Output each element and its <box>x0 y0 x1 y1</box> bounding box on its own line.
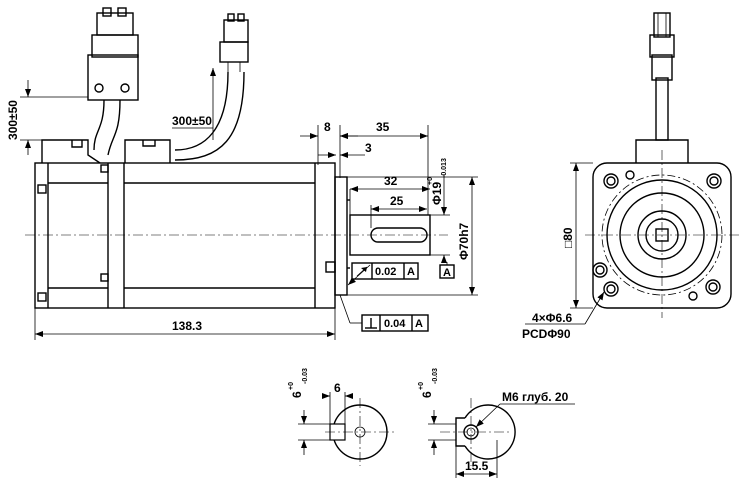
pcd-spec: PCDΦ90 <box>522 327 571 341</box>
cable-length-right: 300±50 <box>172 114 212 128</box>
overall-length: 138.3 <box>172 319 202 333</box>
thread-spec: M6 глуб. 20 <box>502 390 569 404</box>
spigot-diameter: Φ70h7 <box>457 222 471 260</box>
key-tol-1-lower: -0.03 <box>302 368 309 384</box>
key-width: 6 <box>334 381 341 395</box>
flange <box>334 176 348 296</box>
shaft-detail-1: 6 6 +0 -0.03 <box>288 368 395 466</box>
datum-label: A <box>443 267 451 279</box>
dim-3: 3 <box>365 141 372 155</box>
perp-datum: A <box>415 318 423 330</box>
perp-value: 0.04 <box>384 318 406 330</box>
dim-8: 8 <box>324 120 331 134</box>
flange-square: □80 <box>561 227 575 248</box>
right-cable <box>174 13 249 161</box>
dim-15-5: 15.5 <box>465 459 489 473</box>
runout-frame: 0.02 A <box>347 262 419 286</box>
key-height-2: 6 <box>420 391 434 398</box>
key-tol-2-upper: +0 <box>418 382 425 390</box>
runout-datum: A <box>407 266 415 278</box>
left-cable <box>87 7 139 156</box>
shaft-tol-lower: -0.013 <box>441 158 448 178</box>
side-view: 300±50 300±50 8 35 3 32 25 Φ19 +0 -0.013 <box>6 7 478 340</box>
front-view: □80 4×Φ6.6 PCDΦ90 <box>522 12 740 341</box>
shaft-diameter: Φ19 <box>430 181 444 205</box>
motor-body <box>34 162 336 309</box>
shaft-tol-upper: +0 <box>427 177 434 185</box>
dim-35: 35 <box>376 120 390 134</box>
holes-spec: 4×Φ6.6 <box>532 311 573 325</box>
dim-32: 32 <box>384 174 398 188</box>
key-tol-1-upper: +0 <box>288 382 295 390</box>
perpendicularity-frame: 0.04 A <box>339 294 429 332</box>
runout-value: 0.02 <box>375 266 396 278</box>
key-height-1: 6 <box>290 391 304 398</box>
shaft-detail-2: 6 +0 -0.03 M6 глуб. 20 15.5 <box>418 368 575 478</box>
cable-length-left: 300±50 <box>6 100 20 140</box>
key-tol-2-lower: -0.03 <box>432 368 439 384</box>
dim-25: 25 <box>390 194 404 208</box>
